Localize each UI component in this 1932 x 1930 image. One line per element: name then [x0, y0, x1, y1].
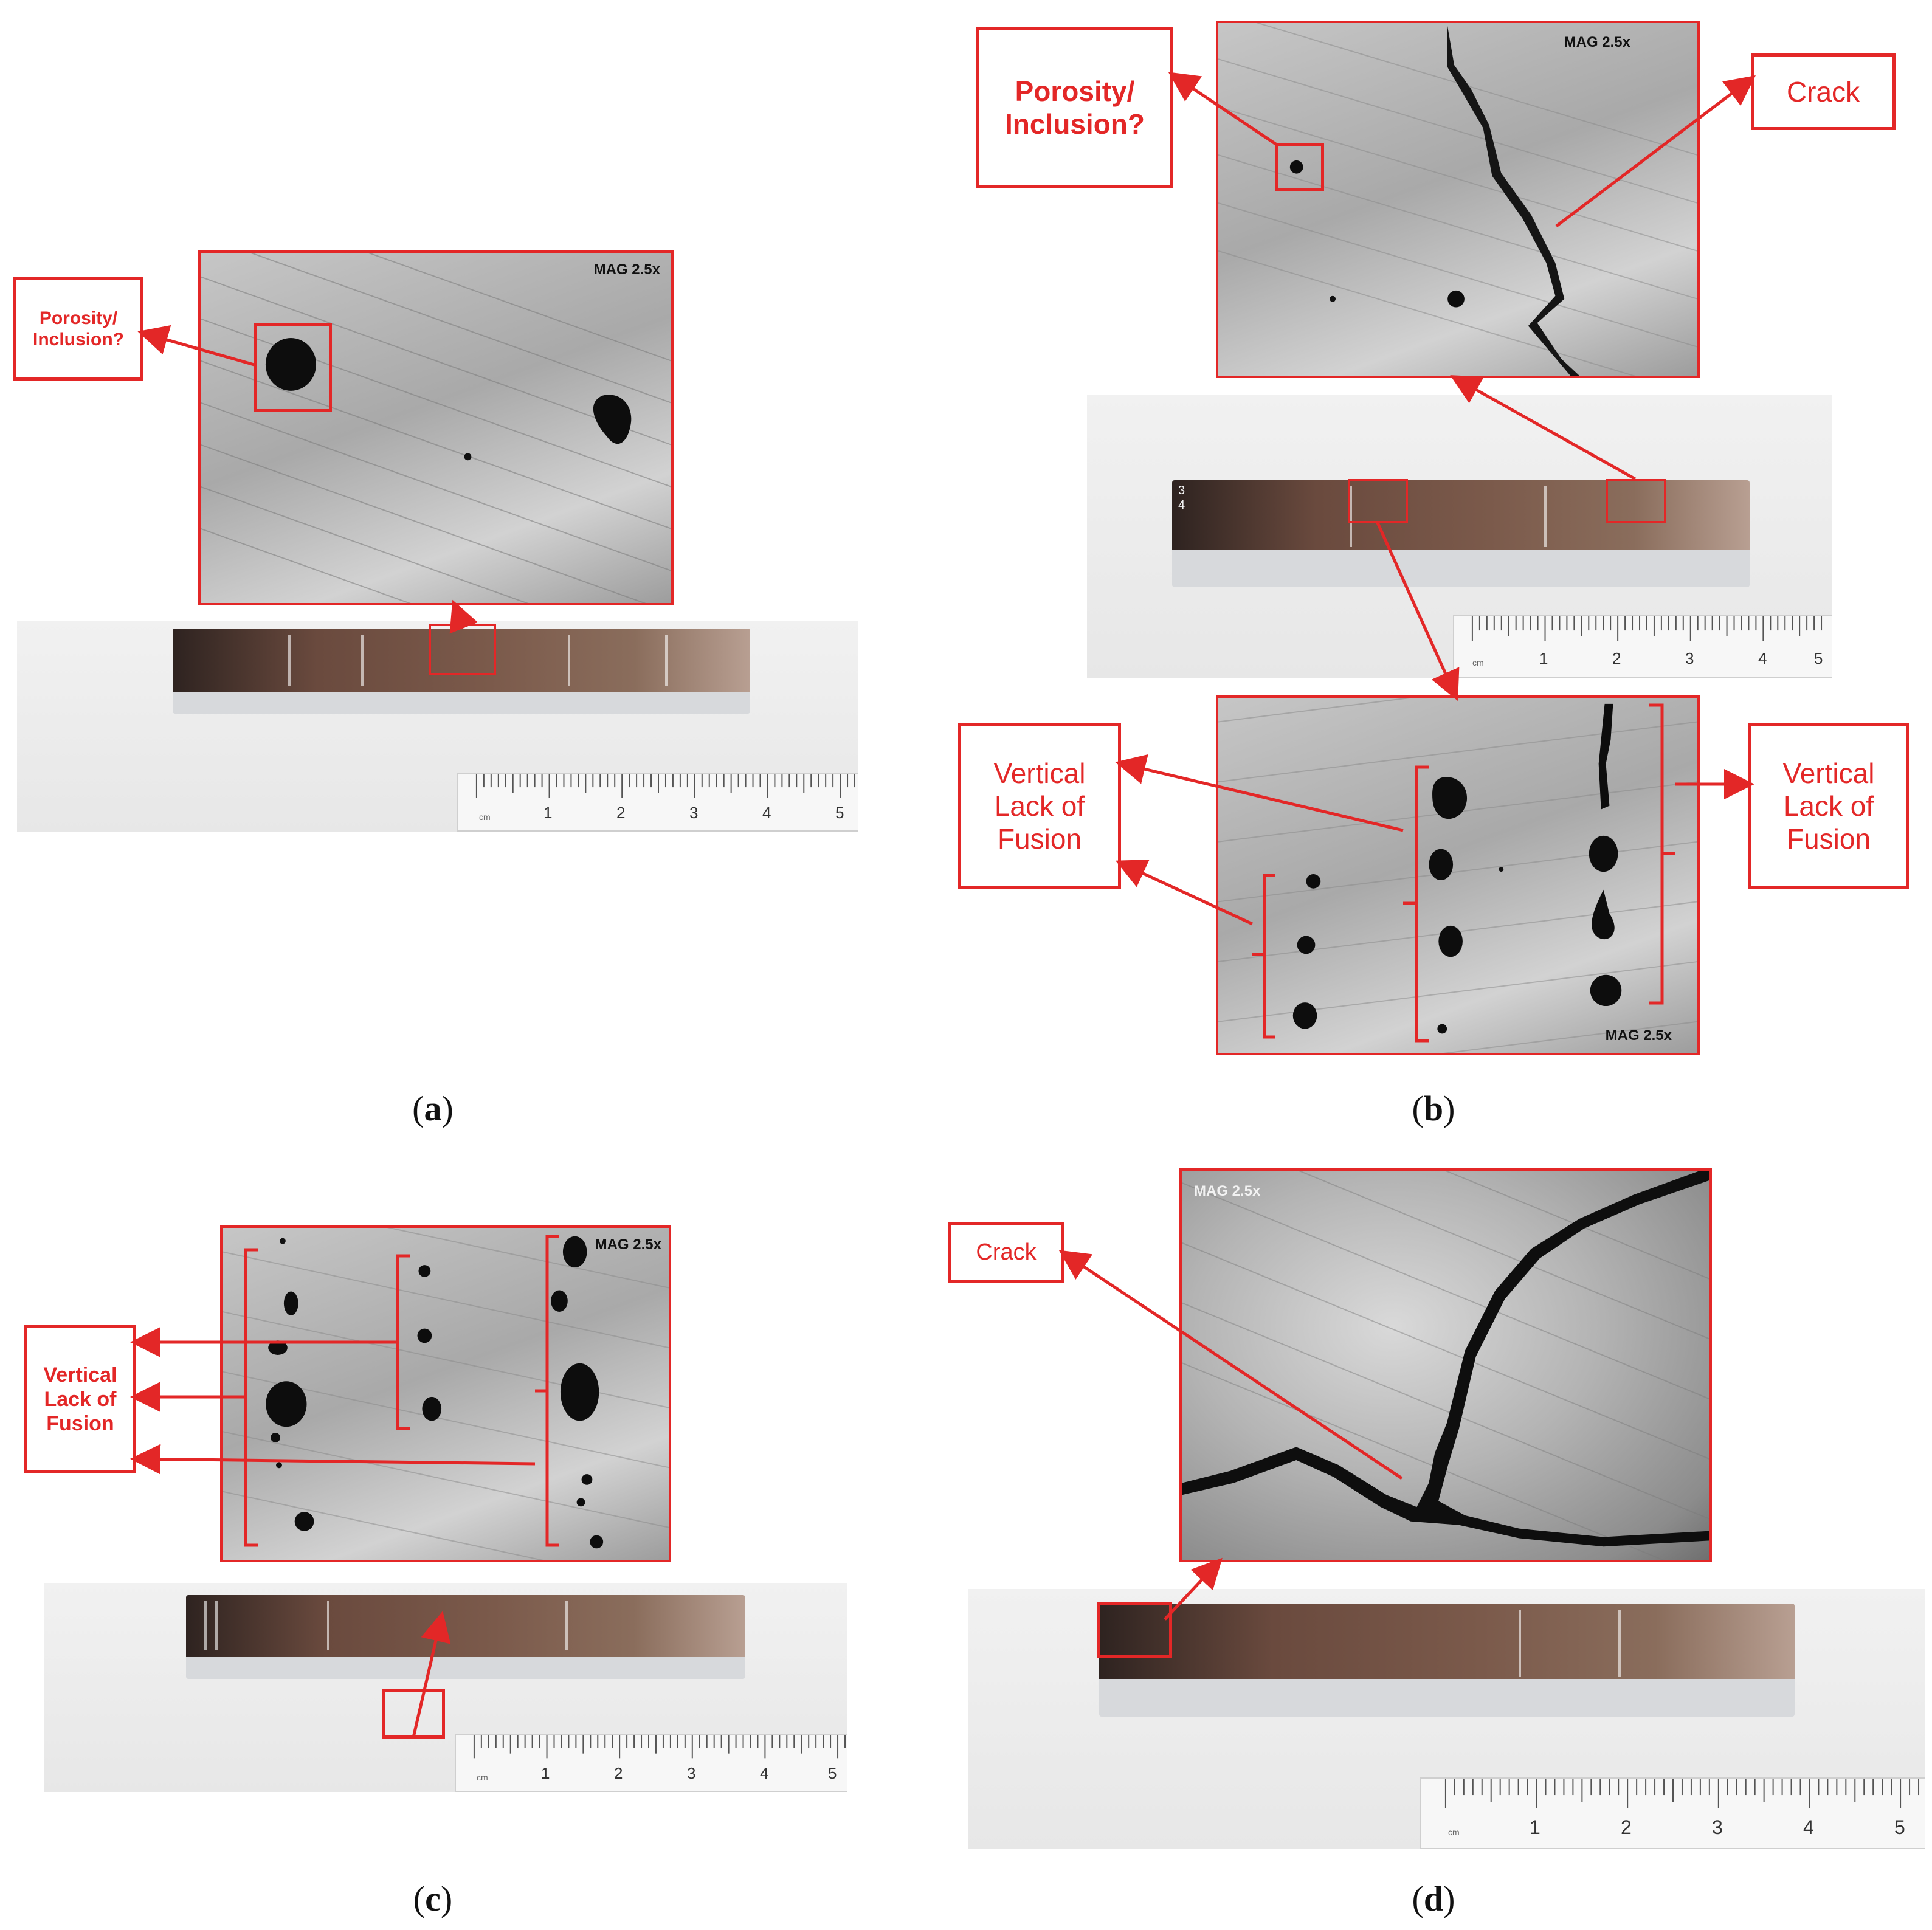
ruler-num-c-2: 2	[614, 1764, 623, 1782]
micrograph-b-top-texture	[1218, 23, 1697, 376]
leader-bar-b-top	[1450, 375, 1637, 481]
leader-lof-b-left-1	[1115, 754, 1404, 832]
caption-d: (d)	[1412, 1879, 1455, 1918]
bracket-c-3	[535, 1235, 559, 1547]
callout-lof-b-left: Vertical Lack of Fusion	[958, 723, 1121, 889]
specimen-bar-a	[173, 629, 750, 714]
ruler-num-a-5: 5	[835, 804, 844, 822]
ruler-num-b-5: 5	[1814, 649, 1823, 667]
crack-b	[1447, 23, 1579, 376]
ruler-num-a-3: 3	[689, 804, 699, 822]
micrograph-b-bottom-texture	[1218, 698, 1697, 1053]
ruler-num-b-1: 1	[1539, 649, 1548, 667]
ruler-num-c-4: 4	[760, 1764, 769, 1782]
pore-large-a1	[265, 338, 317, 391]
ruler-num-c-3: 3	[687, 1764, 696, 1782]
leader-lof-c-3	[130, 1444, 536, 1475]
ruler-num-a-4: 4	[762, 804, 771, 822]
ruler-num-d-3: 3	[1712, 1816, 1723, 1838]
leader-crack-b	[1555, 75, 1756, 227]
ruler-num-a-2: 2	[616, 804, 626, 822]
leader-bar-b-bottom	[1376, 522, 1460, 701]
specimen-photo-a: cm 1 2 3 4 5	[17, 621, 858, 832]
leader-crack-d	[1058, 1250, 1403, 1480]
bar-mark-b-2: 4	[1178, 498, 1185, 512]
caption-a: (a)	[412, 1089, 454, 1128]
micrograph-d: MAG 2.5x	[1179, 1168, 1712, 1562]
bracket-b-2	[1403, 765, 1429, 1043]
leader-bar-d	[1164, 1557, 1223, 1621]
mag-label-d: MAG 2.5x	[1194, 1183, 1261, 1199]
specimen-bar-b	[1172, 480, 1750, 587]
micrograph-b-top: MAG 2.5x	[1216, 21, 1700, 378]
highlight-box-pore-a	[254, 323, 332, 412]
bar-mark-b-1: 3	[1178, 484, 1185, 497]
crack-d	[1182, 1171, 1709, 1547]
pore-large-a2	[593, 395, 632, 444]
highlight-box-pore-b	[1275, 143, 1324, 191]
ruler-b: cm 1 2 3 4 5	[1453, 615, 1832, 678]
specimen-photo-d: cm 1 2 3 4 5	[968, 1589, 1925, 1849]
mag-label-b-top: MAG 2.5x	[1564, 34, 1630, 50]
ruler-num-c-1: 1	[541, 1764, 550, 1782]
leader-bar-c	[412, 1611, 451, 1738]
callout-lof-b-right: Vertical Lack of Fusion	[1748, 723, 1909, 889]
leader-lof-b-left-2	[1115, 860, 1254, 926]
ruler-unit-b: cm	[1472, 658, 1484, 667]
highlight-box-bar-b-right	[1606, 479, 1666, 523]
mag-label-b-bottom: MAG 2.5x	[1605, 1027, 1672, 1044]
ruler-num-d-1: 1	[1530, 1816, 1540, 1838]
ruler-c: cm 1 2 3 4 5	[455, 1734, 847, 1792]
ruler-a: cm 1 2 3 4 5	[457, 773, 858, 832]
highlight-box-bar-b-left	[1348, 479, 1408, 523]
ruler-num-c-5: 5	[828, 1764, 837, 1782]
caption-b: (b)	[1412, 1089, 1455, 1128]
callout-porosity-b: Porosity/ Inclusion?	[976, 27, 1173, 188]
mag-label-a: MAG 2.5x	[593, 261, 660, 278]
mag-label-c: MAG 2.5x	[595, 1236, 661, 1253]
bracket-c-1	[233, 1248, 258, 1547]
specimen-bar-c	[186, 1595, 745, 1679]
bracket-b-1	[1252, 874, 1275, 1039]
ruler-unit-d: cm	[1448, 1827, 1460, 1837]
pore-b-1	[1289, 160, 1303, 174]
ruler-num-d-2: 2	[1621, 1816, 1632, 1838]
ruler-num-b-4: 4	[1758, 649, 1767, 667]
micrograph-a: MAG 2.5x	[198, 250, 674, 605]
specimen-bar-d	[1099, 1604, 1795, 1717]
ruler-num-d-4: 4	[1803, 1816, 1814, 1838]
ruler-num-d-5: 5	[1894, 1816, 1905, 1838]
ruler-unit-a: cm	[479, 812, 491, 822]
leader-porosity-b	[1168, 72, 1278, 146]
caption-c: (c)	[413, 1879, 453, 1918]
micrograph-d-texture	[1182, 1171, 1709, 1560]
highlight-box-bar-d	[1097, 1602, 1172, 1658]
specimen-photo-b: 3 4 cm 1 2 3	[1087, 395, 1832, 678]
micrograph-c-texture	[223, 1228, 669, 1560]
micrograph-c: MAG 2.5x	[220, 1225, 671, 1562]
ruler-num-a-1: 1	[543, 804, 553, 822]
micrograph-b-bottom: MAG 2.5x	[1216, 695, 1700, 1055]
ruler-unit-c: cm	[477, 1773, 488, 1782]
ruler-num-b-3: 3	[1685, 649, 1694, 667]
leader-bar-a	[449, 599, 478, 634]
ruler-d: cm 1 2 3 4 5	[1420, 1777, 1925, 1849]
leader-porosity-a	[137, 325, 255, 367]
micrograph-a-texture	[201, 253, 671, 603]
ruler-num-b-2: 2	[1612, 649, 1621, 667]
callout-lof-c: Vertical Lack of Fusion	[24, 1325, 136, 1473]
callout-crack-b: Crack	[1751, 53, 1896, 130]
bracket-b-3	[1649, 703, 1675, 1005]
callout-crack-d: Crack	[948, 1222, 1064, 1283]
bracket-c-2	[385, 1254, 410, 1430]
